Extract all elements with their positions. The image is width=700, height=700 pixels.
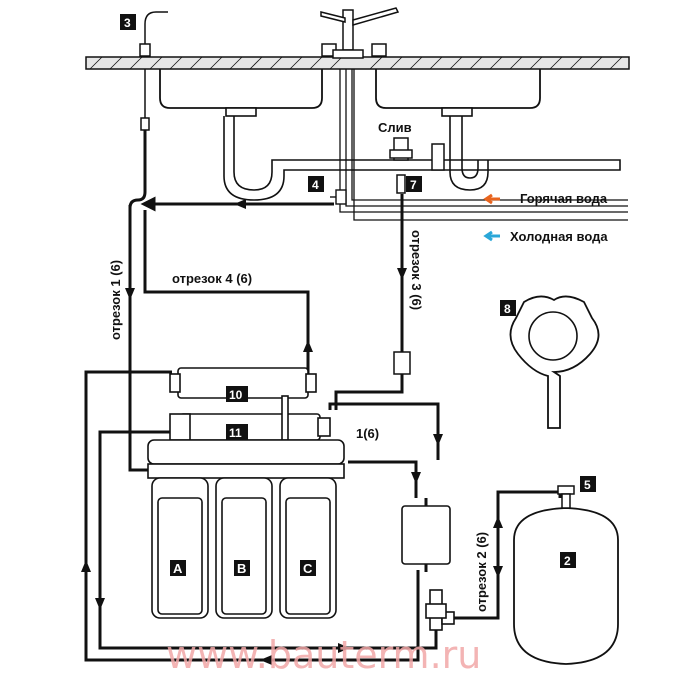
drain-clamp-body — [431, 143, 445, 171]
prefilter-block — [147, 439, 345, 619]
drain-trap-right — [441, 107, 489, 191]
hot-water-arrow-icon — [483, 193, 500, 205]
segment-4-label: отрезок 4 (6) — [172, 271, 252, 286]
badge-10-text: 10 — [229, 388, 243, 402]
badge-8 — [500, 300, 516, 316]
flow-arrows — [81, 199, 503, 665]
drain-restrictor — [393, 351, 411, 375]
badge-8-text: 8 — [504, 302, 511, 316]
filter-c-badge — [300, 560, 316, 576]
badge-3-text: 3 — [124, 16, 131, 30]
drain-label: Слив — [378, 120, 412, 135]
cold-water-arrow-icon — [483, 230, 500, 242]
badge-4 — [308, 176, 324, 192]
badge-4-text: 4 — [312, 178, 319, 192]
badge-2-text: 2 — [564, 554, 571, 568]
badge-5 — [580, 476, 596, 492]
filter-a-badge — [170, 560, 186, 576]
sink-right — [375, 69, 541, 109]
shutoff-valve-box — [401, 505, 451, 565]
cold-water-label: Холодная вода — [510, 229, 608, 244]
tee-fitting-icon — [425, 589, 455, 631]
tank-valve-icon — [557, 485, 575, 509]
badge-7-text: 7 — [410, 178, 417, 192]
badge-10 — [226, 386, 248, 402]
feed-valve-icon — [330, 189, 347, 205]
drain-trap-left — [223, 107, 621, 201]
filter-b-label: B — [237, 561, 246, 576]
countertop-hatch — [89, 56, 623, 70]
badge-3 — [120, 14, 136, 30]
countertop — [85, 56, 630, 70]
membrane-housing-10 — [169, 367, 317, 399]
hot-water-label: Горячая вода — [520, 191, 608, 206]
watermark: www.bauterm.ru — [166, 633, 481, 677]
segment-1-label: отрезок 1 (6) — [108, 260, 123, 340]
sink-left — [159, 69, 323, 109]
badge-11-text: 11 — [229, 426, 242, 440]
kitchen-faucet-icon — [320, 7, 400, 59]
badge-11 — [226, 424, 248, 440]
badge-2 — [560, 552, 576, 568]
storage-tank — [513, 507, 619, 665]
badge-5-text: 5 — [584, 478, 591, 492]
drain-clamp-icon — [389, 137, 413, 194]
filter-a-label: A — [173, 561, 183, 576]
post-carbon-housing-11 — [169, 395, 331, 441]
filter-c-label: C — [303, 561, 313, 576]
segment-3-label: отрезок 3 (6) — [409, 230, 424, 310]
badge-7 — [406, 176, 422, 192]
water-supply-pipes — [339, 69, 628, 221]
segment-2-label: отрезок 2 (6) — [474, 532, 489, 612]
segment-inlet-label: 1(6) — [356, 426, 379, 441]
pure-water-faucet-icon — [139, 11, 168, 131]
filter-b-badge — [234, 560, 250, 576]
